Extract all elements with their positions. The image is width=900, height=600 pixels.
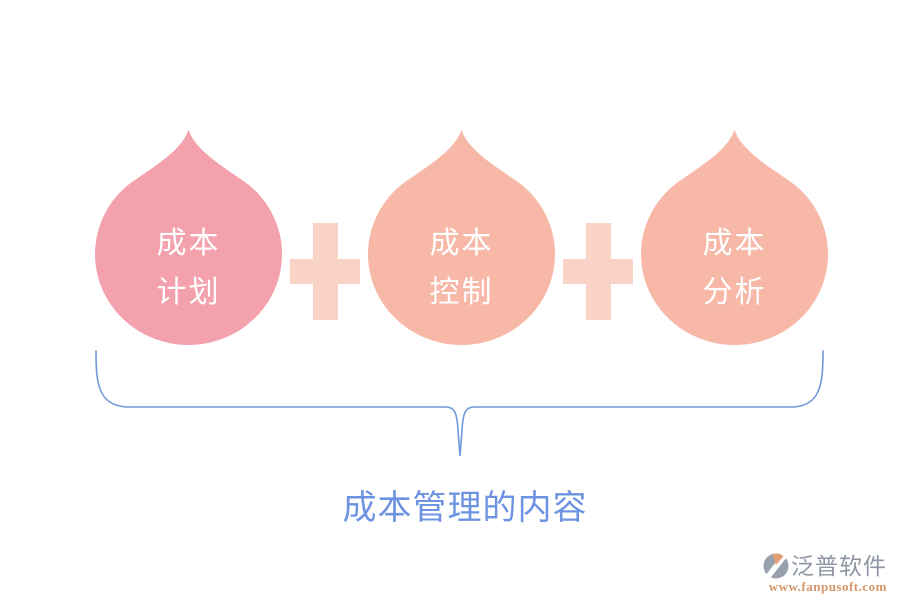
drops-row: 成本 计划 成本 控制 成本 分析: [95, 130, 828, 346]
drop-label-line1: 成本: [429, 227, 494, 260]
drop-cost-planning: 成本 计划: [95, 130, 282, 346]
drop-label: 成本 计划: [95, 219, 282, 317]
drop-label-line1: 成本: [156, 227, 221, 260]
drop-label-line2: 控制: [429, 276, 494, 309]
drop-label: 成本 控制: [368, 219, 555, 317]
drop-cost-analysis: 成本 分析: [641, 130, 828, 346]
brand-name: 泛普软件: [791, 553, 887, 579]
plus-icon: [563, 223, 633, 320]
brand-url: www.fanpusoft.com: [768, 579, 887, 594]
diagram-title: 成本管理的内容: [342, 489, 588, 527]
brand-watermark: 泛普软件 www.fanpusoft.com: [763, 553, 887, 595]
teardrop-shape: [368, 130, 555, 345]
drop-label: 成本 分析: [641, 219, 828, 317]
fanpu-logo-icon: [763, 553, 789, 579]
drop-cost-control: 成本 控制: [368, 130, 555, 346]
drop-label-line2: 计划: [156, 276, 221, 309]
plus-icon: [290, 223, 360, 320]
drop-label-line1: 成本: [702, 227, 767, 260]
drop-label-line2: 分析: [702, 276, 767, 309]
brand-row: 泛普软件: [763, 553, 887, 579]
teardrop-shape: [641, 130, 828, 345]
curly-brace: [95, 350, 824, 457]
teardrop-shape: [95, 130, 282, 345]
